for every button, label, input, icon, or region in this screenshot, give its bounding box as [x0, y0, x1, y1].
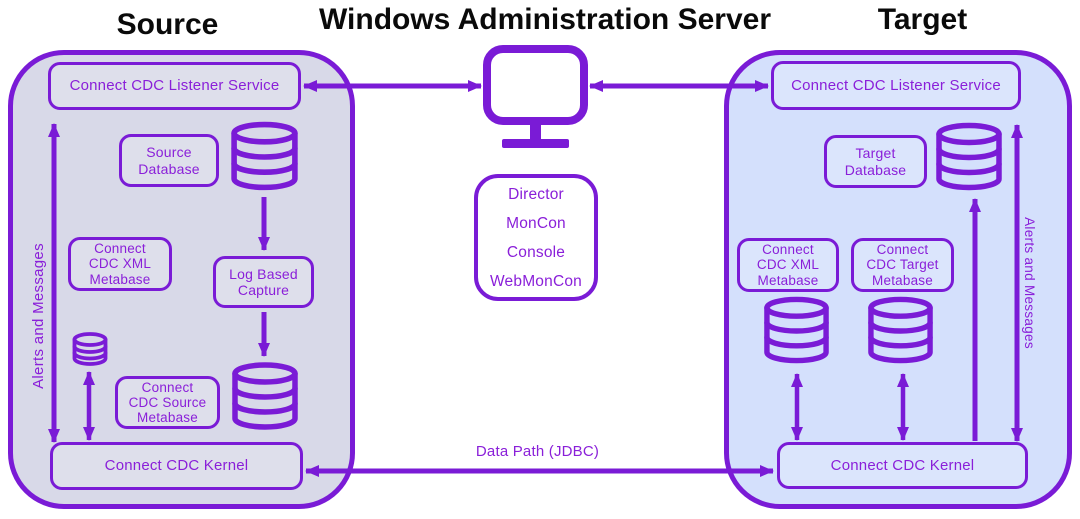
target-database-cylinder-icon [936, 122, 1002, 191]
target-xml-metabase-cylinder-icon [764, 296, 829, 364]
source-kernel-box: Connect CDC Kernel [50, 442, 303, 490]
console-line-director: Director [508, 185, 564, 203]
data-path-label: Data Path (JDBC) [475, 443, 600, 460]
log-based-capture-box: Log Based Capture [213, 256, 314, 308]
target-kernel-box: Connect CDC Kernel [777, 442, 1028, 489]
source-listener-box: Connect CDC Listener Service [48, 62, 301, 110]
source-title: Source [116, 8, 219, 41]
target-listener-box: Connect CDC Listener Service [771, 61, 1021, 110]
source-metabase-cylinder-icon [232, 362, 298, 430]
source-small-database-cylinder-icon [72, 332, 108, 366]
admin-console-box: Director MonCon Console WebMonCon [474, 174, 598, 301]
source-database-cylinder-icon [231, 121, 298, 191]
source-alerts-label: Alerts and Messages [30, 243, 47, 389]
target-metabase-cylinder-icon [868, 296, 933, 364]
monitor-icon [483, 45, 588, 148]
source-xml-metabase-box: Connect CDC XML Metabase [68, 237, 172, 291]
target-title: Target [877, 3, 968, 36]
source-panel [8, 50, 355, 509]
source-database-box: Source Database [119, 134, 219, 187]
console-line-moncon: MonCon [506, 214, 566, 232]
main-title: Windows Administration Server [318, 3, 772, 36]
target-xml-metabase-box: Connect CDC XML Metabase [737, 238, 839, 292]
target-database-box: Target Database [824, 135, 927, 188]
console-line-webmoncon: WebMonCon [490, 272, 582, 290]
console-line-console: Console [506, 243, 566, 261]
target-metabase-box: Connect CDC Target Metabase [851, 238, 954, 292]
source-metabase-box: Connect CDC Source Metabase [115, 376, 220, 429]
target-alerts-label: Alerts and Messages [1022, 217, 1037, 349]
